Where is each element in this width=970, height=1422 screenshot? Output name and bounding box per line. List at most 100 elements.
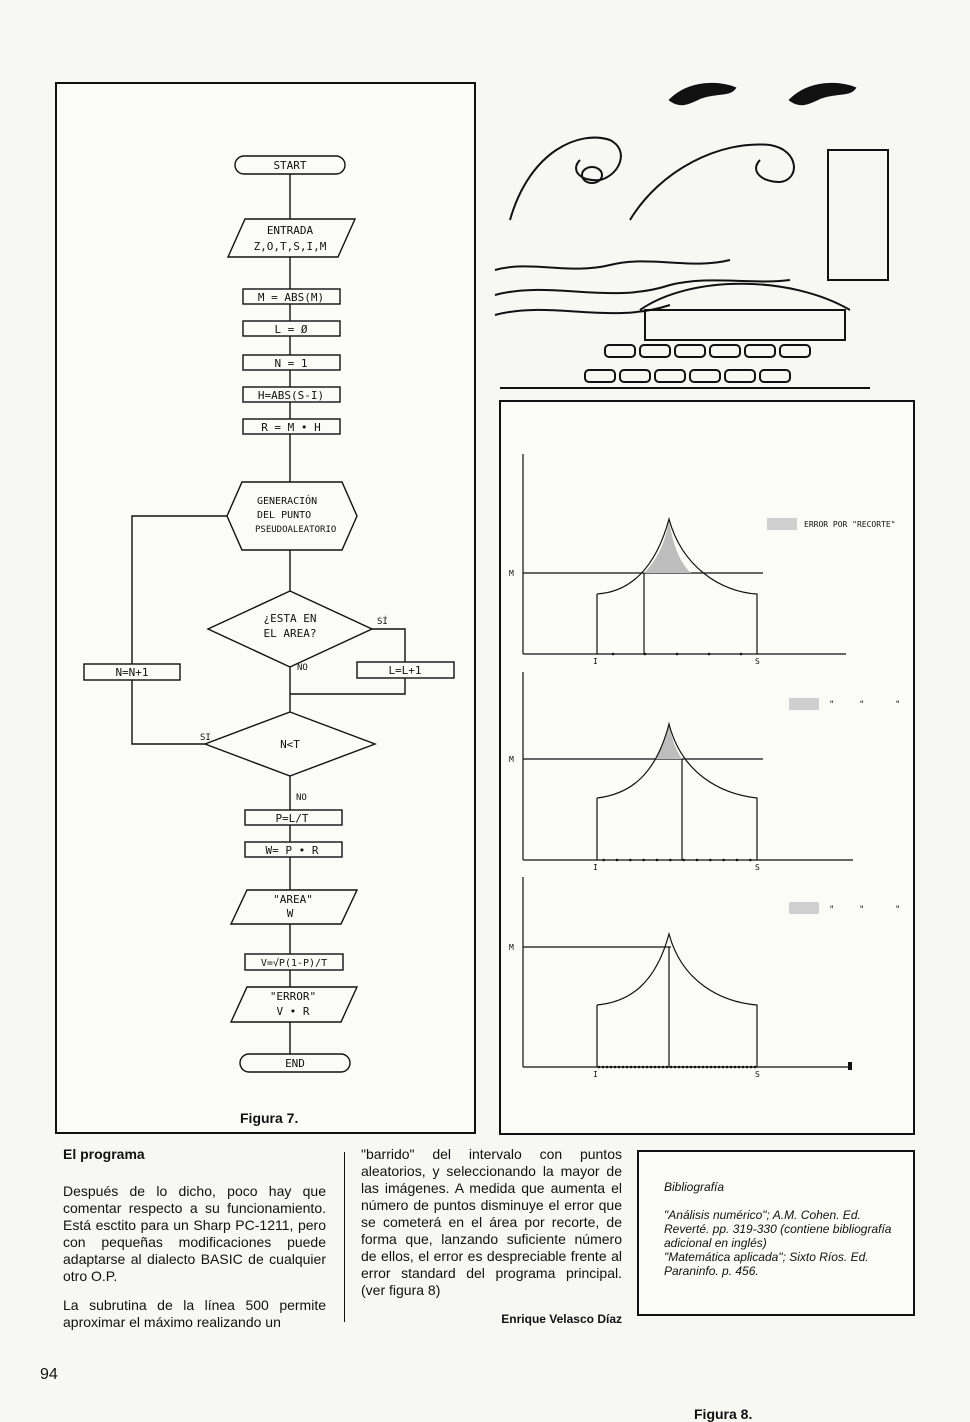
process-abs-m-label: M = ABS(M) [258,291,324,304]
sample-point [669,858,672,862]
output-error-parallelogram [229,986,359,1023]
sample-point [749,1065,753,1069]
article-column-1: El programa Después de lo dicho, poco ha… [63,1146,326,1343]
sample-point [709,1065,713,1069]
building-roof [639,282,851,311]
end-terminal [239,1053,351,1073]
end-label: END [285,1057,305,1070]
column-divider [344,1152,345,1322]
s-curve-2 [629,143,795,221]
sample-point [733,1065,737,1069]
process-p-label: P=L/T [275,812,308,825]
ditto-mark: " [895,905,900,915]
sample-point [689,1065,693,1069]
sample-point [721,1065,725,1069]
axis-label-s: S [755,657,760,666]
process-n-one-label: N = 1 [274,357,307,370]
legend-label: ERROR POR "RECORTE" [804,520,896,529]
decision-in-area-line2: EL AREA? [264,627,317,640]
sample-points [597,652,757,1069]
ditto-mark: " [829,905,834,915]
axis-label-m: M [509,569,514,578]
sample-point [695,858,699,862]
figure-8-frame: ERROR POR "RECORTE" " " " " " " M I S [499,400,915,1422]
sample-point [681,1065,685,1069]
sample-point [675,652,679,656]
sample-point [669,1065,673,1069]
legend-swatch-3 [789,902,819,914]
section-heading: El programa [63,1146,145,1162]
sample-point [597,1065,601,1069]
article-column-2: "barrido" del intervalo con puntos aleat… [361,1146,622,1340]
author: Enrique Velasco Díaz [501,1312,622,1326]
wave-1 [494,259,731,271]
sample-point [613,1065,617,1069]
sample-point [617,1065,621,1069]
sample-point [633,1065,637,1069]
sample-point [629,1065,633,1069]
process-w-label: W= P • R [266,844,319,857]
ditto-mark: " [859,905,864,915]
error-region-2 [655,724,682,759]
swirl-right-icon [788,82,857,106]
sample-point [722,858,725,862]
process-n-increment-label: N=N+1 [115,666,148,679]
sample-point [673,1065,677,1069]
sample-point [697,1065,701,1069]
sample-point [707,652,711,656]
start-label: START [273,159,306,172]
decision-n-less-t-label: N<T [280,738,300,751]
process-h-label: H=ABS(S-I) [258,389,324,402]
sample-point [629,858,632,862]
axis-label-i: I [593,863,598,872]
sample-point [621,1065,625,1069]
process-w [244,841,343,858]
sample-point [682,858,685,862]
page-number: 94 [40,1366,58,1383]
sample-point [705,1065,709,1069]
output-error-var: V • R [276,1005,309,1018]
axis-label-m: M [509,755,514,764]
sample-point [615,858,619,862]
process-r [242,418,341,435]
process-l-increment-label: L=L+1 [388,664,421,677]
yes-label-area: SÍ [377,615,388,627]
sample-point [713,1065,717,1069]
sample-point [717,1065,721,1069]
bibliography-title: Bibliografía [664,1180,725,1194]
sample-point [602,858,605,862]
ditto-mark: " [829,700,834,710]
figure-8-diagram: ERROR POR "RECORTE" " " " " " " M I S [509,454,900,1079]
paragraph-2: La subrutina de la línea 500 permite apr… [63,1297,326,1330]
input-vars: Z,O,T,S,I,M [254,240,327,253]
swirl-left-icon [668,82,737,106]
s-curve-1 [509,136,622,221]
sample-point [665,1065,669,1069]
stone-wall [584,344,811,383]
axis-end-marker [848,1062,852,1070]
decorative-illustration [494,82,889,389]
axis-label-s: S [755,863,760,872]
output-area-parallelogram [229,889,359,925]
sample-point [625,1065,629,1069]
sample-point [655,858,659,862]
axis-label-m: M [509,943,514,952]
axis-label-i: I [593,657,598,666]
legend-swatch-2 [789,698,819,710]
sample-point [693,1065,697,1069]
wave-2 [494,279,791,296]
sample-point [729,1065,733,1069]
figure-7-caption: Figura 7. [240,1110,299,1126]
sample-point [657,1065,661,1069]
output-area-var: W [287,907,294,920]
bibliography-entry-1: "Análisis numérico"; A.M. Cohen. Ed. Rev… [664,1208,892,1250]
sample-point [637,1065,641,1069]
sample-point [609,1065,613,1069]
error-region-1 [644,519,691,573]
figure-8-caption: Figura 8. [694,1406,753,1422]
sample-point [643,652,647,656]
sample-point [745,1065,749,1069]
process-v-label: V=√P(1-P)/T [261,957,327,969]
input-parallelogram [226,218,357,258]
process-v [244,953,344,971]
